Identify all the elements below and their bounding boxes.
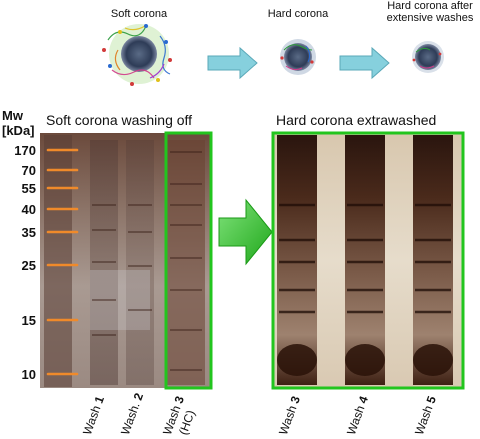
marker-40: 40 <box>21 202 36 217</box>
marker-170: 170 <box>14 143 36 158</box>
transition-arrow <box>218 198 273 266</box>
right-gel <box>273 133 463 388</box>
marker-15: 15 <box>21 313 36 328</box>
mw-label: Mw <box>2 108 23 123</box>
kda-label: [kDa] <box>2 123 35 138</box>
stage-label-soft-corona: Soft corona <box>110 8 168 20</box>
soft-corona-particle <box>102 24 172 86</box>
left-gel <box>40 133 212 388</box>
right-gel-highlight <box>271 131 465 390</box>
left-panel-title: Soft corona washing off <box>46 112 193 128</box>
marker-10: 10 <box>21 367 36 382</box>
marker-35: 35 <box>21 225 36 240</box>
hard-corona-particle <box>280 39 316 75</box>
right-panel-title: Hard corona extrawashed <box>276 112 437 128</box>
stage-arrow-2 <box>339 46 390 80</box>
mw-header: Mw [kDa] <box>2 108 35 138</box>
hc-lane-highlight <box>164 131 213 390</box>
stage-label-hard-corona: Hard corona <box>267 8 329 20</box>
stage-label-extra-washed: Hard corona after extensive washes <box>386 0 474 24</box>
marker-70: 70 <box>21 163 36 178</box>
stage-arrow-1 <box>207 46 258 80</box>
marker-55: 55 <box>21 181 36 196</box>
extra-washed-particle <box>412 41 444 73</box>
marker-25: 25 <box>21 258 36 273</box>
